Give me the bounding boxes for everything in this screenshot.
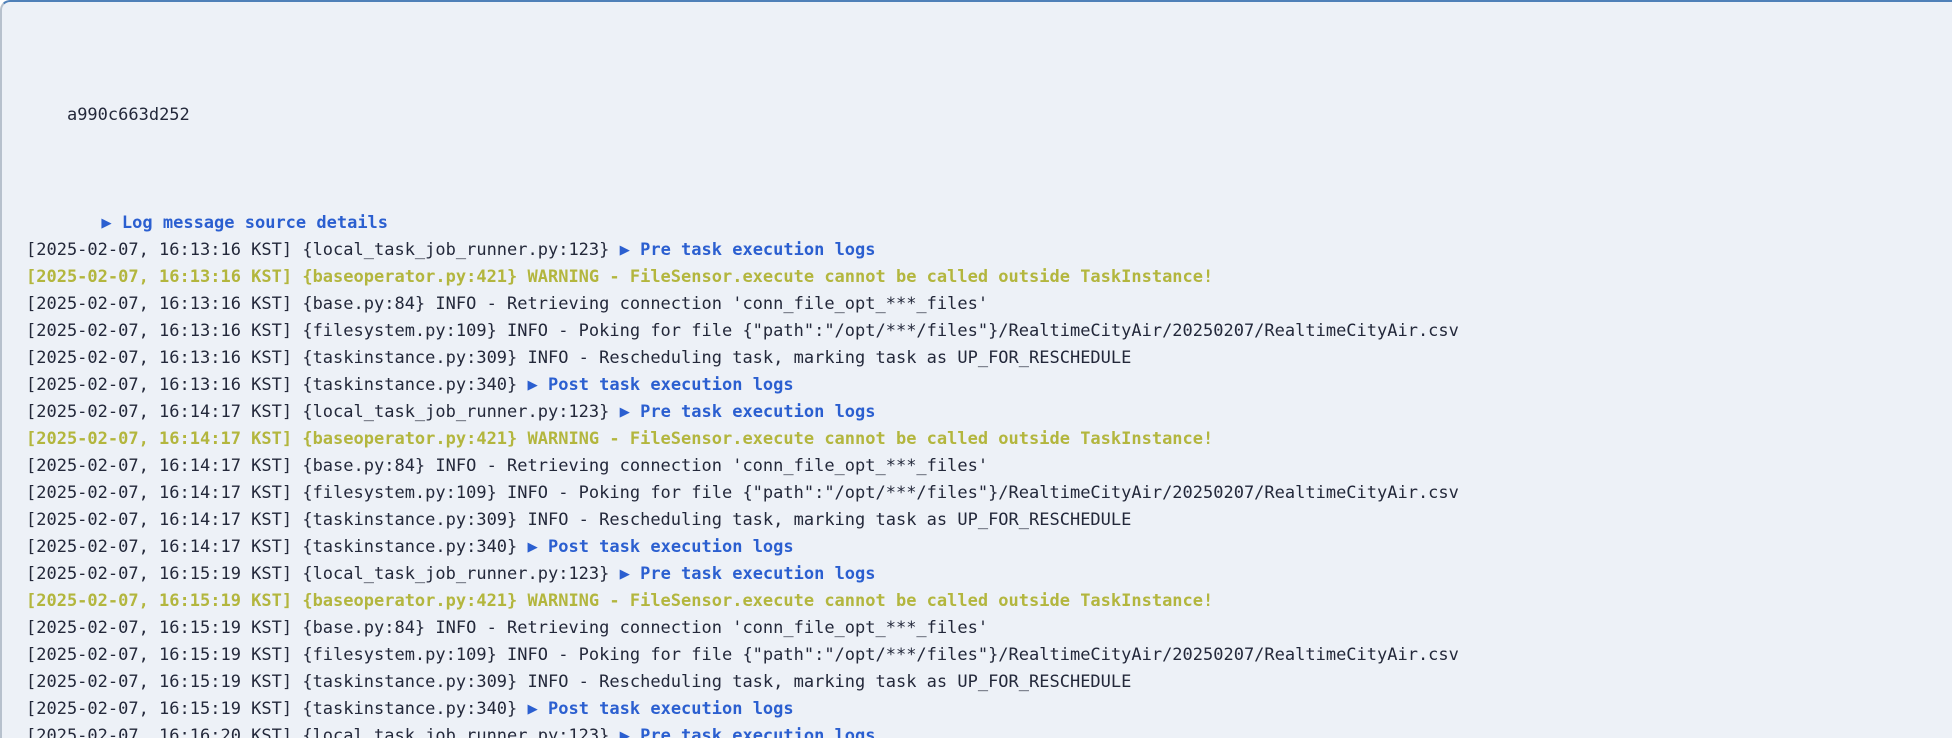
- log-group-toggle[interactable]: ▶ Post task execution logs: [528, 537, 794, 557]
- log-line-text: [2025-02-07, 16:15:19 KST] {baseoperator…: [26, 591, 1214, 611]
- log-line: [2025-02-07, 16:13:16 KST] {local_task_j…: [26, 237, 1952, 264]
- log-line-text: [2025-02-07, 16:13:16 KST] {filesystem.p…: [26, 321, 1459, 341]
- log-line-prefix: [2025-02-07, 16:13:16 KST] {taskinstance…: [26, 375, 528, 395]
- log-source-details-toggle[interactable]: ▶ Log message source details: [40, 156, 1952, 233]
- log-line-text: [2025-02-07, 16:14:17 KST] {baseoperator…: [26, 429, 1214, 449]
- log-line: [2025-02-07, 16:15:19 KST] {filesystem.p…: [26, 642, 1952, 669]
- log-line: [2025-02-07, 16:14:17 KST] {baseoperator…: [26, 426, 1952, 453]
- log-group-label: Pre task execution logs: [640, 240, 876, 260]
- log-line-prefix: [2025-02-07, 16:14:17 KST] {local_task_j…: [26, 402, 620, 422]
- log-line: [2025-02-07, 16:14:17 KST] {local_task_j…: [26, 399, 1952, 426]
- log-line-text: [2025-02-07, 16:15:19 KST] {filesystem.p…: [26, 645, 1459, 665]
- log-group-toggle[interactable]: ▶ Pre task execution logs: [620, 564, 876, 584]
- log-line: [2025-02-07, 16:13:16 KST] {taskinstance…: [26, 345, 1952, 372]
- log-group-label: Pre task execution logs: [640, 564, 876, 584]
- log-line: [2025-02-07, 16:14:17 KST] {taskinstance…: [26, 507, 1952, 534]
- log-lines-container: [2025-02-07, 16:13:16 KST] {local_task_j…: [26, 237, 1952, 738]
- log-source-details-label: Log message source details: [121, 213, 389, 233]
- expand-triangle-icon: ▶: [101, 213, 112, 233]
- expand-triangle-icon: ▶: [619, 402, 641, 422]
- expand-triangle-icon: ▶: [527, 375, 548, 395]
- log-group-toggle[interactable]: ▶ Pre task execution logs: [620, 726, 876, 738]
- log-group-label: Post task execution logs: [548, 537, 794, 557]
- log-line-prefix: [2025-02-07, 16:15:19 KST] {taskinstance…: [26, 699, 528, 719]
- log-line: [2025-02-07, 16:13:16 KST] {taskinstance…: [26, 372, 1952, 399]
- log-line-prefix: [2025-02-07, 16:14:17 KST] {taskinstance…: [26, 537, 528, 557]
- log-line-text: [2025-02-07, 16:14:17 KST] {base.py:84} …: [26, 456, 989, 476]
- log-group-label: Pre task execution logs: [640, 726, 876, 738]
- log-line: [2025-02-07, 16:15:19 KST] {taskinstance…: [26, 696, 1952, 723]
- log-line: [2025-02-07, 16:15:19 KST] {taskinstance…: [26, 669, 1952, 696]
- log-group-toggle[interactable]: ▶ Pre task execution logs: [620, 402, 876, 422]
- log-line-text: [2025-02-07, 16:13:16 KST] {taskinstance…: [26, 348, 1132, 368]
- log-group-toggle[interactable]: ▶ Pre task execution logs: [620, 240, 876, 260]
- hostname-text: a990c663d252: [66, 105, 190, 125]
- log-line-text: [2025-02-07, 16:13:16 KST] {baseoperator…: [26, 267, 1214, 287]
- log-line-text: [2025-02-07, 16:14:17 KST] {taskinstance…: [26, 510, 1132, 530]
- log-line-prefix: [2025-02-07, 16:16:20 KST] {local_task_j…: [26, 726, 620, 738]
- log-line-prefix: [2025-02-07, 16:15:19 KST] {local_task_j…: [26, 564, 620, 584]
- log-group-toggle[interactable]: ▶ Post task execution logs: [528, 699, 794, 719]
- log-line: [2025-02-07, 16:15:19 KST] {baseoperator…: [26, 588, 1952, 615]
- log-group-toggle[interactable]: ▶ Post task execution logs: [528, 375, 794, 395]
- log-line: [2025-02-07, 16:15:19 KST] {local_task_j…: [26, 561, 1952, 588]
- log-line: [2025-02-07, 16:13:16 KST] {filesystem.p…: [26, 318, 1952, 345]
- expand-triangle-icon: ▶: [619, 564, 641, 584]
- log-line: [2025-02-07, 16:14:17 KST] {taskinstance…: [26, 534, 1952, 561]
- expand-triangle-icon: ▶: [619, 726, 641, 738]
- log-line: [2025-02-07, 16:14:17 KST] {filesystem.p…: [26, 480, 1952, 507]
- expand-triangle-icon: ▶: [527, 699, 548, 719]
- log-line: [2025-02-07, 16:15:19 KST] {base.py:84} …: [26, 615, 1952, 642]
- log-group-label: Post task execution logs: [548, 699, 794, 719]
- log-line: [2025-02-07, 16:14:17 KST] {base.py:84} …: [26, 453, 1952, 480]
- log-line: [2025-02-07, 16:13:16 KST] {baseoperator…: [26, 264, 1952, 291]
- expand-triangle-icon: ▶: [527, 537, 548, 557]
- log-line-text: [2025-02-07, 16:13:16 KST] {base.py:84} …: [26, 294, 989, 314]
- log-line: [2025-02-07, 16:16:20 KST] {local_task_j…: [26, 723, 1952, 738]
- log-line-text: [2025-02-07, 16:14:17 KST] {filesystem.p…: [26, 483, 1459, 503]
- log-line-prefix: [2025-02-07, 16:13:16 KST] {local_task_j…: [26, 240, 620, 260]
- log-line: [2025-02-07, 16:13:16 KST] {base.py:84} …: [26, 291, 1952, 318]
- expand-triangle-icon: ▶: [619, 240, 641, 260]
- hostname-line: a990c663d252: [26, 75, 1952, 125]
- log-group-label: Pre task execution logs: [640, 402, 876, 422]
- log-group-label: Post task execution logs: [548, 375, 794, 395]
- log-line-text: [2025-02-07, 16:15:19 KST] {base.py:84} …: [26, 618, 989, 638]
- log-line-text: [2025-02-07, 16:15:19 KST] {taskinstance…: [26, 672, 1132, 692]
